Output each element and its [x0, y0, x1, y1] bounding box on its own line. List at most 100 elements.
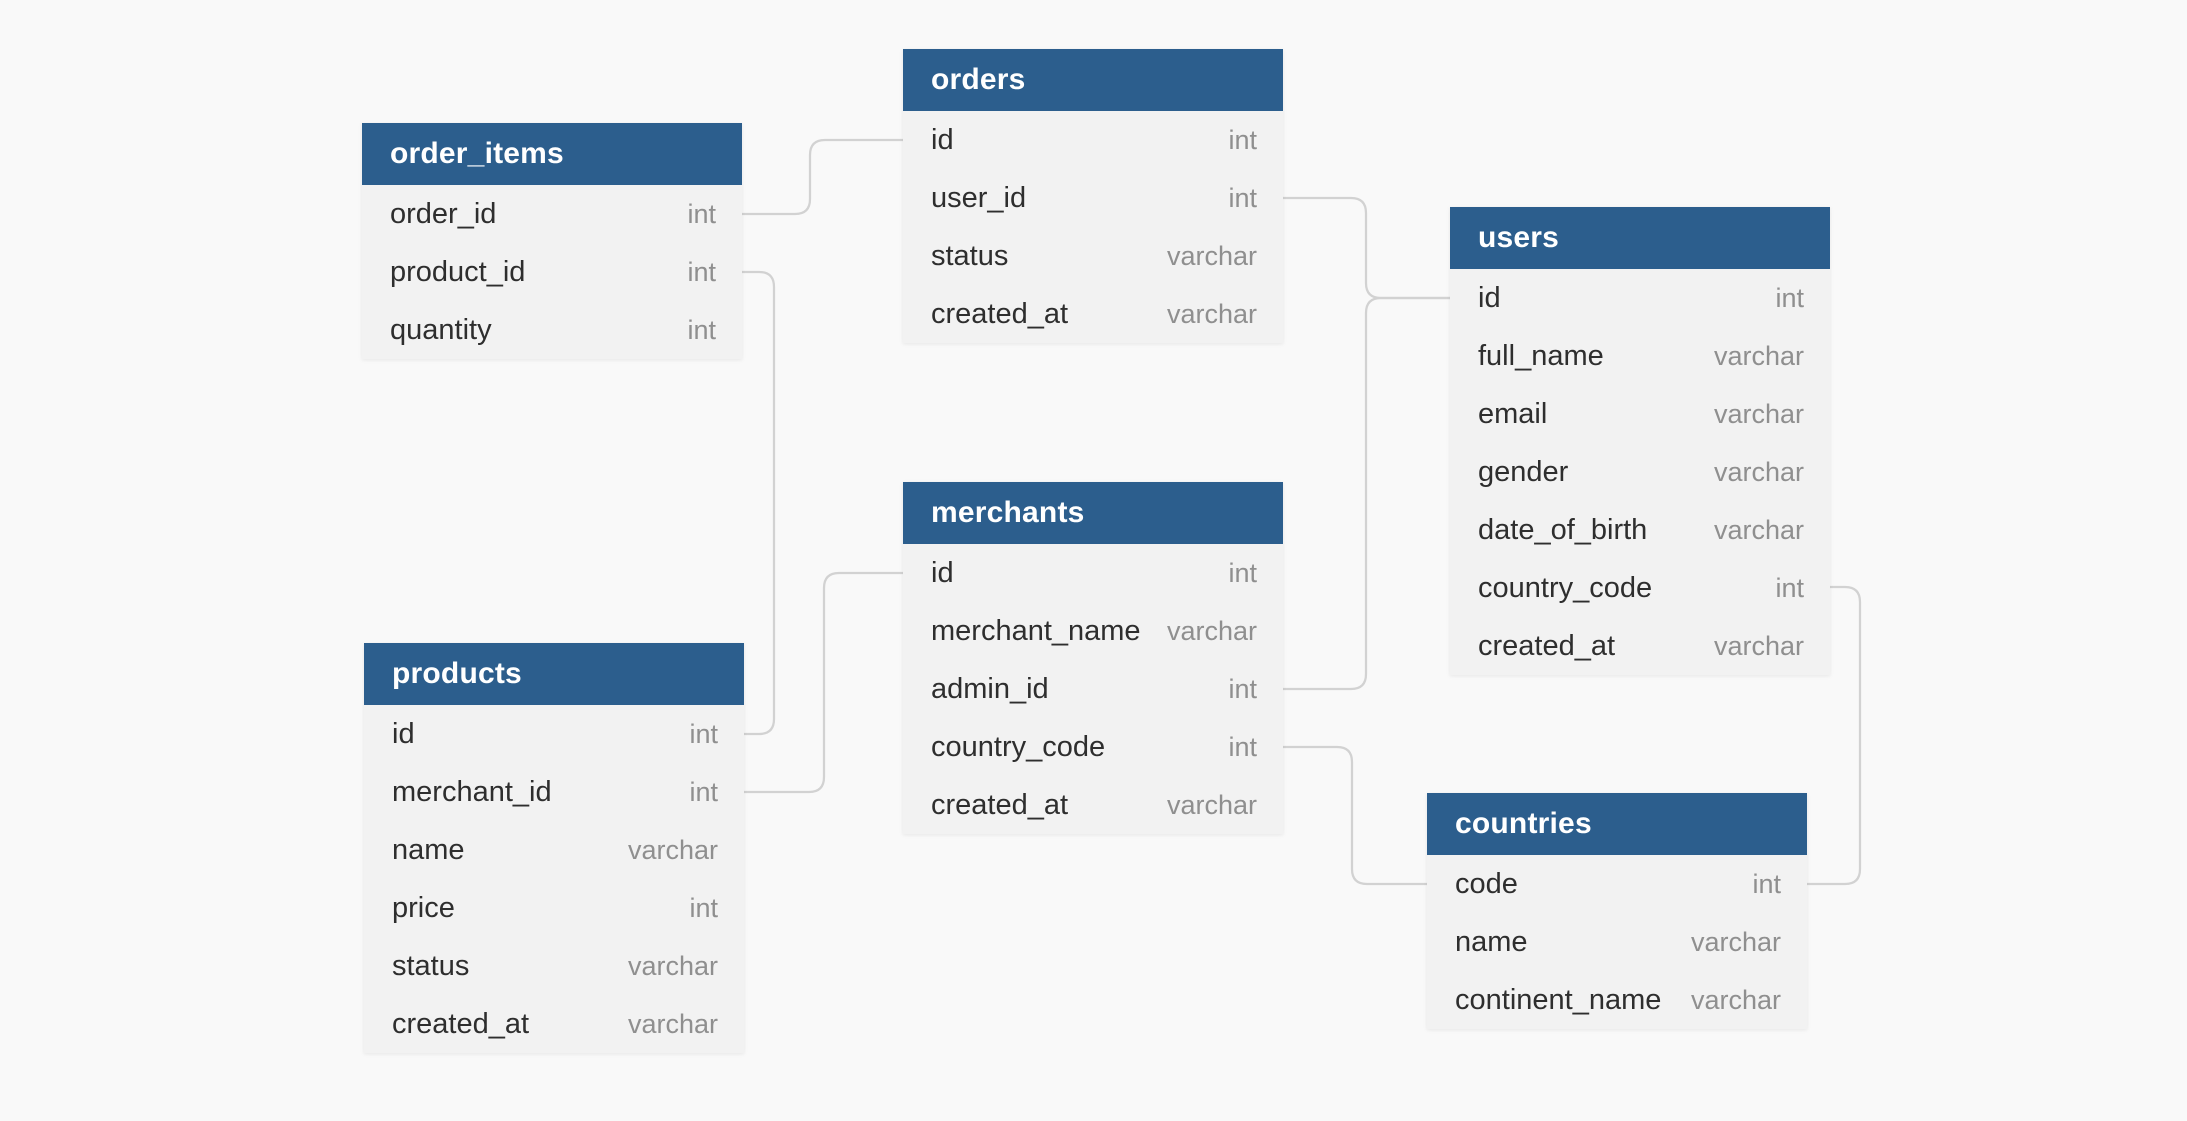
connector-merchants.admin_id-users.id: [1283, 296, 1450, 691]
table-body: id int user_id int status varchar create…: [903, 111, 1283, 343]
field-type: varchar: [1690, 984, 1781, 1015]
field-type: varchar: [627, 834, 718, 865]
table-header-orders[interactable]: orders: [903, 49, 1283, 111]
table-title: orders: [931, 63, 1026, 96]
table-users[interactable]: users id int full_name varchar email var…: [1450, 207, 1830, 675]
field-name: user_id: [931, 181, 1027, 214]
table-header-users[interactable]: users: [1450, 207, 1830, 269]
field-name: created_at: [392, 1007, 530, 1040]
field-name: id: [931, 123, 954, 156]
field-type: int: [1775, 282, 1804, 313]
connector-merchants.country_code-countries.code: [1283, 745, 1427, 886]
table-title: users: [1478, 221, 1560, 254]
field-type: varchar: [1713, 514, 1804, 545]
field-type: varchar: [1713, 340, 1804, 371]
field-row[interactable]: status varchar: [364, 937, 744, 995]
field-name: country_code: [931, 730, 1106, 763]
field-name: id: [392, 717, 415, 750]
field-row[interactable]: admin_id int: [903, 660, 1283, 718]
field-row[interactable]: gender varchar: [1450, 443, 1830, 501]
connector-orders.user_id-users.id: [1283, 196, 1450, 300]
connector-order_items.product_id-products.id: [742, 270, 776, 736]
field-row[interactable]: id int: [903, 544, 1283, 602]
field-type: varchar: [627, 1008, 718, 1039]
field-type: int: [1228, 731, 1257, 762]
field-name: admin_id: [931, 672, 1049, 705]
field-row[interactable]: merchant_id int: [364, 763, 744, 821]
field-row[interactable]: name varchar: [364, 821, 744, 879]
field-row[interactable]: name varchar: [1427, 913, 1807, 971]
field-type: int: [1775, 572, 1804, 603]
field-row[interactable]: email varchar: [1450, 385, 1830, 443]
table-body: id int full_name varchar email varchar g…: [1450, 269, 1830, 675]
connector-order_items.order_id-orders.id: [742, 138, 903, 216]
field-name: merchant_name: [931, 614, 1141, 647]
field-row[interactable]: created_at varchar: [364, 995, 744, 1053]
field-row[interactable]: code int: [1427, 855, 1807, 913]
field-type: int: [689, 892, 718, 923]
table-header-countries[interactable]: countries: [1427, 793, 1807, 855]
table-body: id int merchant_id int name varchar pric…: [364, 705, 744, 1053]
field-row[interactable]: date_of_birth varchar: [1450, 501, 1830, 559]
field-name: merchant_id: [392, 775, 552, 808]
field-row[interactable]: product_id int: [362, 243, 742, 301]
field-row[interactable]: user_id int: [903, 169, 1283, 227]
table-countries[interactable]: countries code int name varchar continen…: [1427, 793, 1807, 1029]
field-type: varchar: [1690, 926, 1781, 957]
field-row[interactable]: continent_name varchar: [1427, 971, 1807, 1029]
field-row[interactable]: full_name varchar: [1450, 327, 1830, 385]
table-body: order_id int product_id int quantity int: [362, 185, 742, 359]
field-name: id: [1478, 281, 1501, 314]
field-type: varchar: [1166, 298, 1257, 329]
field-type: int: [687, 198, 716, 229]
field-type: varchar: [1713, 398, 1804, 429]
field-name: code: [1455, 867, 1518, 900]
field-row[interactable]: created_at varchar: [903, 776, 1283, 834]
field-name: created_at: [931, 788, 1069, 821]
field-row[interactable]: price int: [364, 879, 744, 937]
field-type: int: [687, 314, 716, 345]
field-name: continent_name: [1455, 983, 1662, 1016]
field-name: full_name: [1478, 339, 1604, 372]
field-row[interactable]: id int: [364, 705, 744, 763]
field-name: name: [1455, 925, 1528, 958]
field-row[interactable]: created_at varchar: [903, 285, 1283, 343]
field-row[interactable]: country_code int: [1450, 559, 1830, 617]
field-name: order_id: [390, 197, 497, 230]
field-type: varchar: [1166, 789, 1257, 820]
table-header-products[interactable]: products: [364, 643, 744, 705]
field-row[interactable]: quantity int: [362, 301, 742, 359]
field-row[interactable]: country_code int: [903, 718, 1283, 776]
field-type: varchar: [1713, 630, 1804, 661]
table-merchants[interactable]: merchants id int merchant_name varchar a…: [903, 482, 1283, 834]
field-row[interactable]: merchant_name varchar: [903, 602, 1283, 660]
field-type: varchar: [1166, 240, 1257, 271]
field-name: name: [392, 833, 465, 866]
field-type: varchar: [1713, 456, 1804, 487]
field-name: created_at: [931, 297, 1069, 330]
field-type: int: [689, 776, 718, 807]
table-orders[interactable]: orders id int user_id int status varchar: [903, 49, 1283, 343]
table-order_items[interactable]: order_items order_id int product_id int …: [362, 123, 742, 359]
field-row[interactable]: status varchar: [903, 227, 1283, 285]
table-title: order_items: [390, 137, 564, 170]
table-products[interactable]: products id int merchant_id int name var…: [364, 643, 744, 1053]
field-row[interactable]: created_at varchar: [1450, 617, 1830, 675]
field-name: status: [931, 239, 1009, 272]
field-name: product_id: [390, 255, 526, 288]
table-header-order_items[interactable]: order_items: [362, 123, 742, 185]
table-title: products: [392, 657, 522, 690]
field-row[interactable]: order_id int: [362, 185, 742, 243]
field-row[interactable]: id int: [903, 111, 1283, 169]
field-name: quantity: [390, 313, 492, 346]
table-header-merchants[interactable]: merchants: [903, 482, 1283, 544]
field-row[interactable]: id int: [1450, 269, 1830, 327]
field-type: int: [687, 256, 716, 287]
field-name: date_of_birth: [1478, 513, 1648, 546]
table-body: code int name varchar continent_name var…: [1427, 855, 1807, 1029]
field-type: int: [1228, 124, 1257, 155]
table-body: id int merchant_name varchar admin_id in…: [903, 544, 1283, 834]
connector-merchants.id-products.merchant_id: [744, 571, 903, 794]
field-type: varchar: [1166, 615, 1257, 646]
